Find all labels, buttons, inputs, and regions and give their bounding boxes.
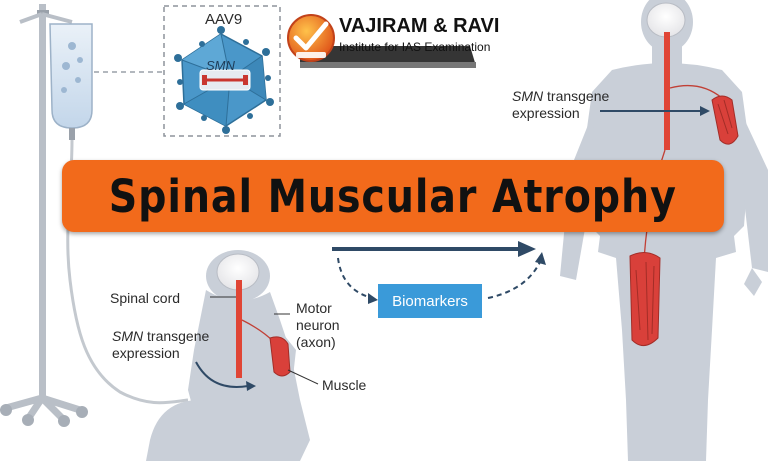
- adult-arm-muscle: [711, 95, 739, 145]
- adult-transgene-gene: SMN: [512, 88, 544, 104]
- motor-neuron-line2: neuron: [296, 317, 340, 333]
- child-transgene-label: SMN transgene: [112, 328, 209, 344]
- progression-arrow: [332, 241, 536, 257]
- biomarker-in-arrowhead: [368, 293, 378, 304]
- adult-expression-arrow: [600, 106, 710, 116]
- spinal-cord-label: Spinal cord: [110, 290, 181, 306]
- iv-bag: [49, 23, 93, 140]
- child-spinal-cord: [236, 280, 242, 378]
- adult-transgene-line2: expression: [512, 105, 580, 121]
- child-transgene-line2: expression: [112, 345, 180, 361]
- logo-tagline: Institute for IAS Examination: [339, 40, 491, 54]
- child-transgene-rest: transgene: [143, 328, 210, 344]
- aav9-box: [163, 5, 281, 137]
- iv-stand: [0, 4, 88, 427]
- title-banner: Spinal Muscular Atrophy: [62, 160, 724, 232]
- adult-spinal-cord: [664, 32, 670, 150]
- page-title: Spinal Muscular Atrophy: [108, 169, 678, 223]
- muscle-pointer: [287, 369, 319, 385]
- motor-neuron-line1: Motor: [296, 300, 332, 316]
- adult-transgene-rest: transgene: [543, 88, 610, 104]
- aav9-label: AAV9: [205, 11, 243, 28]
- child-transgene-gene: SMN: [112, 328, 144, 344]
- biomarkers-box: Biomarkers: [378, 284, 482, 318]
- aav9-capsid: [174, 26, 274, 134]
- muscle-label: Muscle: [322, 377, 367, 393]
- logo-emblem: [287, 14, 476, 68]
- child-expression-arrow: [195, 361, 256, 391]
- adult-brain: [646, 2, 686, 38]
- adult-nerve-arm: [669, 84, 723, 99]
- adult-transgene-label: SMN transgene: [512, 88, 609, 104]
- adult-leg-muscle: [629, 252, 661, 346]
- logo-name: VAJIRAM & RAVI: [339, 15, 500, 37]
- motor-neuron-line3: (axon): [296, 334, 336, 350]
- child-muscle: [269, 336, 291, 377]
- biomarker-out-arrowhead: [535, 252, 546, 265]
- smn-gene-label: SMN: [206, 58, 235, 73]
- biomarker-arrows: [337, 257, 541, 299]
